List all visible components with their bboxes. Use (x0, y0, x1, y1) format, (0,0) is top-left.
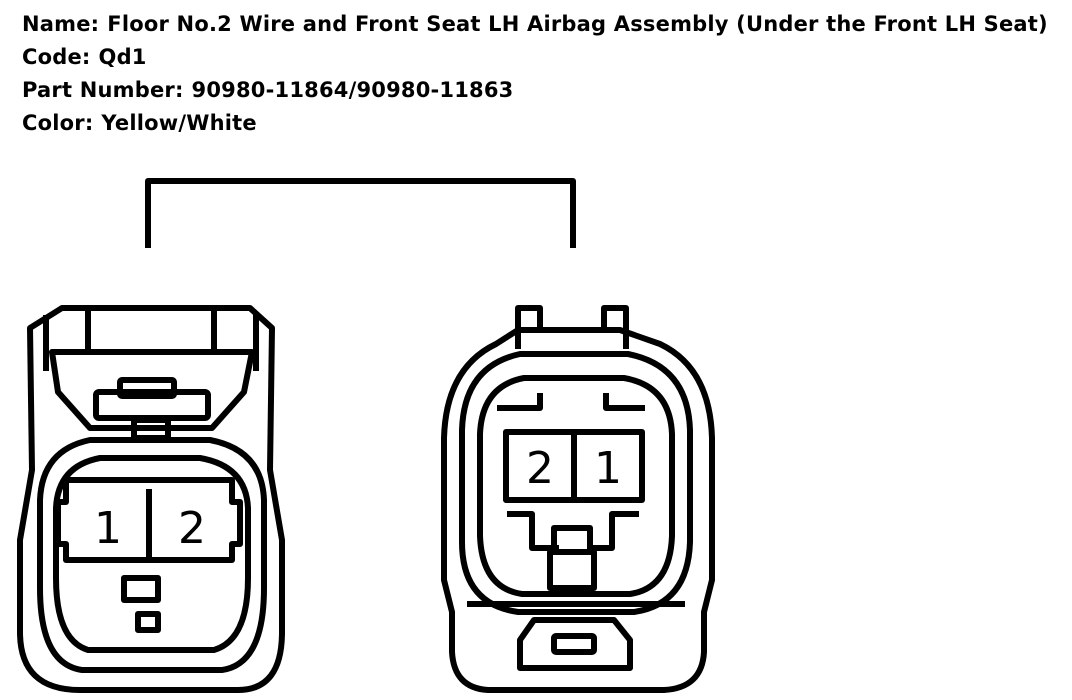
right-connector-inner-ring (459, 351, 693, 615)
left-connector-pin-1-label: 1 (94, 503, 122, 554)
left-connector-pin-housing (55, 477, 243, 563)
right-connector-pin-housing (503, 429, 645, 503)
code-label: Code: (22, 45, 91, 69)
part-number-label: Part Number: (22, 78, 184, 102)
left-connector-key (121, 575, 161, 603)
color-value: Yellow/White (101, 111, 257, 135)
right-connector: 2 1 (441, 305, 715, 693)
right-connector-latch-button (551, 633, 597, 655)
pairing-bracket (145, 178, 576, 248)
right-connector-key (551, 525, 593, 555)
name-label: Name: (22, 12, 100, 36)
left-connector-pin-2-label: 2 (178, 503, 206, 554)
left-connector-latch-flaps (43, 305, 259, 371)
right-connector-outer-shell (441, 327, 715, 693)
right-connector-pin-1-label: 1 (594, 443, 622, 494)
right-connector-upper-ribs (497, 393, 645, 411)
right-connector-cavity (477, 375, 675, 597)
right-connector-key-base (547, 549, 597, 591)
right-connector-lower-ribs (507, 511, 639, 551)
right-connector-top-tabs (515, 305, 629, 349)
color-row: Color: Yellow/White (22, 107, 1048, 140)
color-label: Color: (22, 111, 94, 135)
right-connector-pin-2-label: 2 (526, 443, 554, 494)
left-connector-cavity (53, 455, 251, 653)
name-value: Floor No.2 Wire and Front Seat LH Airbag… (107, 12, 1048, 36)
code-row: Code: Qd1 (22, 41, 1048, 74)
left-connector-lock-button (117, 377, 177, 399)
left-connector-inner-shell (37, 437, 267, 673)
name-row: Name: Floor No.2 Wire and Front Seat LH A… (22, 8, 1048, 41)
part-number-value: 90980-11864/90980-11863 (191, 78, 514, 102)
right-connector-bottom-latch (517, 617, 633, 671)
connector-info: Name: Floor No.2 Wire and Front Seat LH A… (22, 8, 1048, 140)
left-connector-lock-arm (49, 349, 255, 431)
part-number-row: Part Number: 90980-11864/90980-11863 (22, 74, 1048, 107)
code-value: Qd1 (98, 45, 147, 69)
left-connector: 1 2 (17, 305, 285, 693)
left-connector-key-small (135, 611, 161, 633)
left-connector-outer-shell (17, 305, 285, 693)
